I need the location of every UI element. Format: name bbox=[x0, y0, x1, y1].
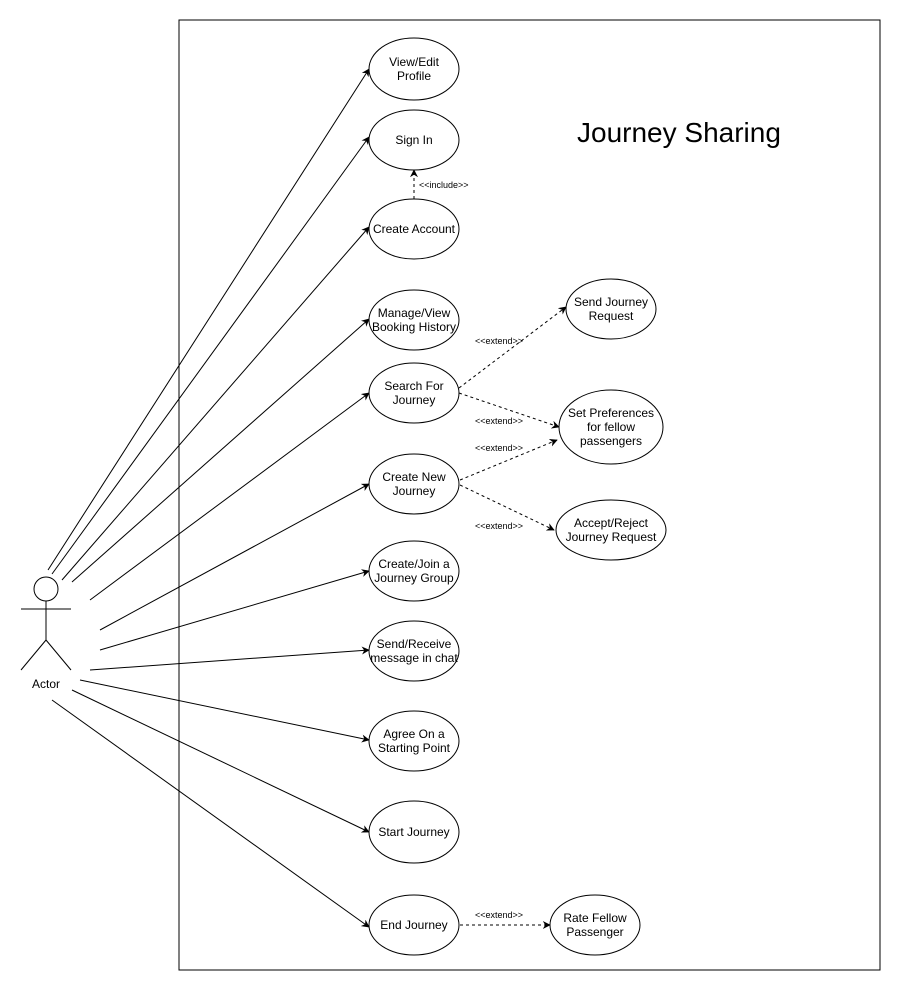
use-case-view-edit-profile-label: View/Edit bbox=[389, 55, 439, 69]
actor: Actor bbox=[20, 576, 72, 691]
use-case-create-new-journey-label: Create New bbox=[382, 470, 446, 484]
extend-search-send-request bbox=[458, 306, 567, 389]
use-case-accept-reject-request-ellipse bbox=[555, 499, 667, 561]
use-case-sign-in-ellipse bbox=[368, 109, 460, 171]
use-case-view-edit-profile-label: Profile bbox=[397, 69, 431, 83]
use-case-set-preferences-label: for fellow bbox=[587, 420, 635, 434]
use-case-set-preferences-ellipse bbox=[558, 389, 664, 465]
use-case-create-new-journey-ellipse bbox=[368, 453, 460, 515]
use-case-view-edit-profile-ellipse bbox=[368, 37, 460, 101]
stereotype-include: <<include>> bbox=[419, 180, 469, 190]
relations bbox=[410, 169, 567, 929]
use-case-sign-in: Sign In bbox=[368, 109, 460, 171]
use-case-accept-reject-request-label: Journey Request bbox=[566, 530, 657, 544]
actor-label: Actor bbox=[32, 677, 60, 691]
use-case-rate-fellow-passenger-label: Passenger bbox=[566, 925, 623, 939]
use-case-send-receive-message-ellipse bbox=[368, 620, 460, 682]
use-case-start-journey-label: Start Journey bbox=[378, 825, 449, 839]
assoc-send-receive-message bbox=[89, 646, 370, 671]
use-case-sign-in-label: Sign In bbox=[395, 133, 432, 147]
use-case-send-receive-message-label: message in chat bbox=[370, 651, 458, 665]
use-case-create-new-journey-label: Journey bbox=[393, 484, 436, 498]
use-case-create-account-label: Create Account bbox=[373, 222, 456, 236]
extend-create-new-accept-reject bbox=[459, 484, 555, 531]
use-case-agree-on-starting-point-label: Starting Point bbox=[378, 741, 451, 755]
use-case-create-join-journey-group-ellipse bbox=[368, 540, 460, 602]
use-case-end-journey-label: End Journey bbox=[380, 918, 447, 932]
use-case-start-journey-ellipse bbox=[368, 800, 460, 864]
use-case-accept-reject-request-label: Accept/Reject bbox=[574, 516, 649, 530]
use-case-manage-view-booking-history-ellipse bbox=[368, 289, 460, 351]
actor-left-leg bbox=[20, 639, 47, 671]
use-case-manage-view-booking-history-label: Booking History bbox=[372, 320, 456, 334]
use-case-set-preferences-label: passengers bbox=[580, 434, 642, 448]
use-case-rate-fellow-passenger-ellipse bbox=[549, 894, 641, 956]
use-case-create-account: Create Account bbox=[368, 198, 460, 260]
use-case-end-journey: End Journey bbox=[368, 894, 460, 956]
use-case-agree-on-starting-point-label: Agree On a bbox=[383, 727, 445, 741]
use-case-agree-on-starting-point-ellipse bbox=[368, 710, 460, 772]
stereotype-extend-2: <<extend>> bbox=[475, 416, 523, 426]
use-case-send-receive-message-label: Send/Receive bbox=[377, 637, 452, 651]
stereotype-extend-5: <<extend>> bbox=[475, 910, 523, 920]
assoc-start-journey bbox=[71, 689, 370, 833]
use-case-search-for-journey-ellipse bbox=[368, 362, 460, 424]
system-boundary bbox=[178, 19, 881, 971]
use-case-create-account-ellipse bbox=[368, 198, 460, 260]
use-case-end-journey-ellipse bbox=[368, 894, 460, 956]
assoc-search-journey bbox=[89, 392, 370, 601]
use-case-send-journey-request-label: Send Journey bbox=[574, 295, 648, 309]
actor-right-leg bbox=[45, 639, 72, 671]
use-case-search-for-journey-label: Journey bbox=[393, 393, 436, 407]
use-case-send-journey-request-label: Request bbox=[589, 309, 634, 323]
stereotype-extend-1: <<extend>> bbox=[475, 336, 523, 346]
assoc-create-new-journey bbox=[99, 483, 370, 631]
actor-head-icon bbox=[33, 576, 59, 602]
stereotype-extend-3: <<extend>> bbox=[475, 443, 523, 453]
assoc-create-account bbox=[61, 226, 370, 581]
system-title: Journey Sharing bbox=[577, 117, 781, 148]
assoc-create-join-group bbox=[99, 569, 370, 651]
assoc-view-edit-profile bbox=[47, 68, 370, 571]
assoc-end-journey bbox=[51, 699, 370, 928]
assoc-sign-in bbox=[51, 136, 370, 575]
use-case-send-journey-request-ellipse bbox=[565, 278, 657, 340]
use-case-set-preferences-label: Set Preferences bbox=[568, 406, 654, 420]
assoc-agree-starting-point bbox=[79, 679, 370, 743]
use-case-rate-fellow-passenger-label: Rate Fellow bbox=[563, 911, 627, 925]
stereotype-extend-4: <<extend>> bbox=[475, 521, 523, 531]
use-case-create-join-journey-group-label: Create/Join a bbox=[378, 557, 450, 571]
use-case-manage-view-booking-history-label: Manage/View bbox=[378, 306, 451, 320]
use-case-start-journey: Start Journey bbox=[368, 800, 460, 864]
actor-associations bbox=[47, 68, 370, 928]
use-case-search-for-journey-label: Search For bbox=[384, 379, 443, 393]
assoc-manage-booking bbox=[71, 318, 370, 583]
use-case-create-join-journey-group-label: Journey Group bbox=[374, 571, 454, 585]
